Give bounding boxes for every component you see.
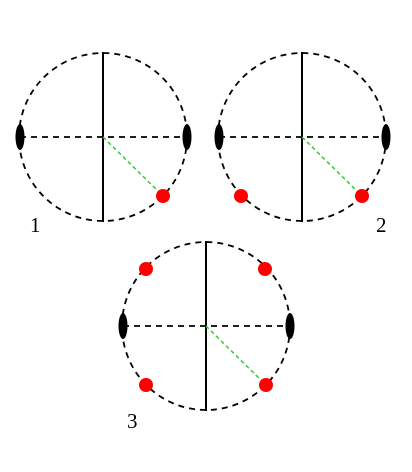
left-marker [214,124,224,150]
red-dot [258,262,272,276]
left-marker [118,313,128,339]
panel-1: 1 [15,52,192,237]
panel-3: 3 [118,241,295,433]
green-radius-line [102,136,164,197]
right-marker [182,124,192,150]
panel-2: 2 [214,52,391,237]
panel-label: 1 [30,213,41,237]
red-dot [139,378,153,392]
red-dot [234,189,248,203]
red-dot [139,262,153,276]
green-radius-line [205,325,267,386]
red-dot [355,189,369,203]
left-marker [15,124,25,150]
panel-label: 2 [376,213,387,237]
red-dot [156,189,170,203]
right-marker [285,313,295,339]
panel-label: 3 [127,409,138,433]
green-radius-line [301,136,363,197]
red-dot [259,378,273,392]
right-marker [381,124,391,150]
